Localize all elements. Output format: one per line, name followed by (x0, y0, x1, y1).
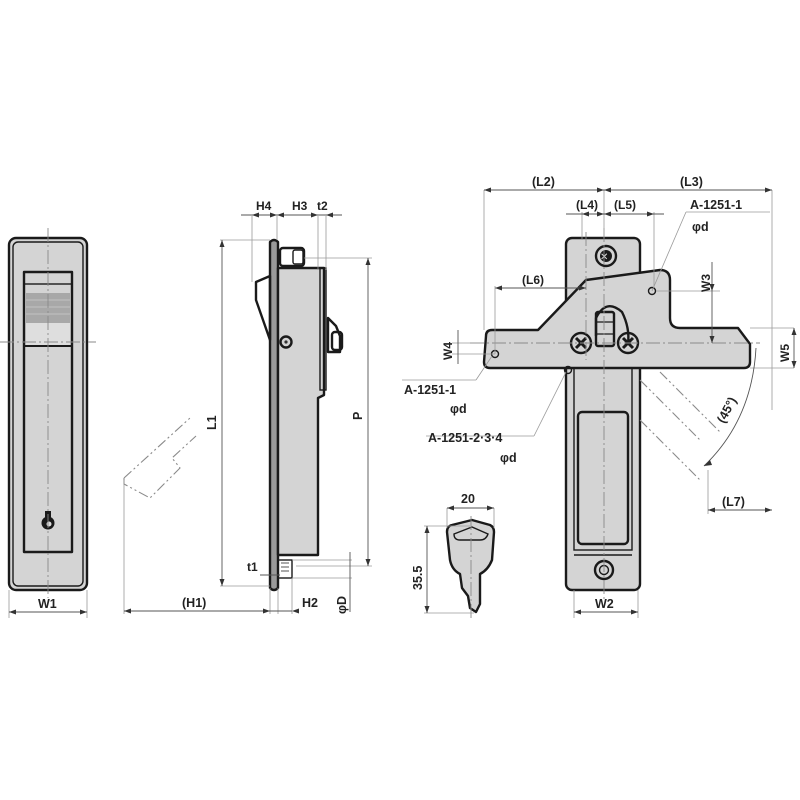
dim-w5: W5 (778, 344, 792, 362)
dim-p: P (351, 412, 365, 420)
dim-h2: H2 (302, 596, 318, 610)
side-view: H4 H3 t2 L1 P (H1) H2 t1 φD (123, 199, 372, 614)
front-view: W1 (0, 228, 96, 618)
dim-l7: (L7) (722, 495, 745, 509)
dim-t1: t1 (247, 560, 258, 574)
dim-phi-d-large: φD (335, 596, 349, 614)
dim-l4: (L4) (576, 198, 598, 212)
callout-part-top: A-1251-1 (690, 198, 742, 212)
dim-l3: (L3) (680, 175, 703, 189)
callout-dim-top: φd (692, 220, 709, 234)
dim-w3: W3 (699, 274, 713, 292)
callout-part-lower: A-1251-2·3·4 (428, 431, 502, 445)
dim-t2: t2 (317, 199, 328, 213)
dim-h3: H3 (292, 199, 308, 213)
callout-dim-left: φd (450, 402, 467, 416)
dim-h4: H4 (256, 199, 272, 213)
key-width: 20 (461, 492, 475, 506)
callout-dim-lower: φd (500, 451, 517, 465)
dim-l2: (L2) (532, 175, 555, 189)
dim-w4: W4 (441, 342, 455, 360)
key-height: 35.5 (411, 566, 425, 590)
dim-l5: (L5) (614, 198, 636, 212)
key-view: 20 35.5 (411, 492, 496, 620)
callout-part-left: A-1251-1 (404, 383, 456, 397)
dim-w2: W2 (595, 597, 614, 611)
dim-angle: (45°) (714, 395, 739, 426)
dim-h1: (H1) (182, 596, 206, 610)
dim-w1: W1 (38, 597, 57, 611)
dim-l6: (L6) (522, 273, 544, 287)
dim-l1: L1 (205, 415, 219, 430)
